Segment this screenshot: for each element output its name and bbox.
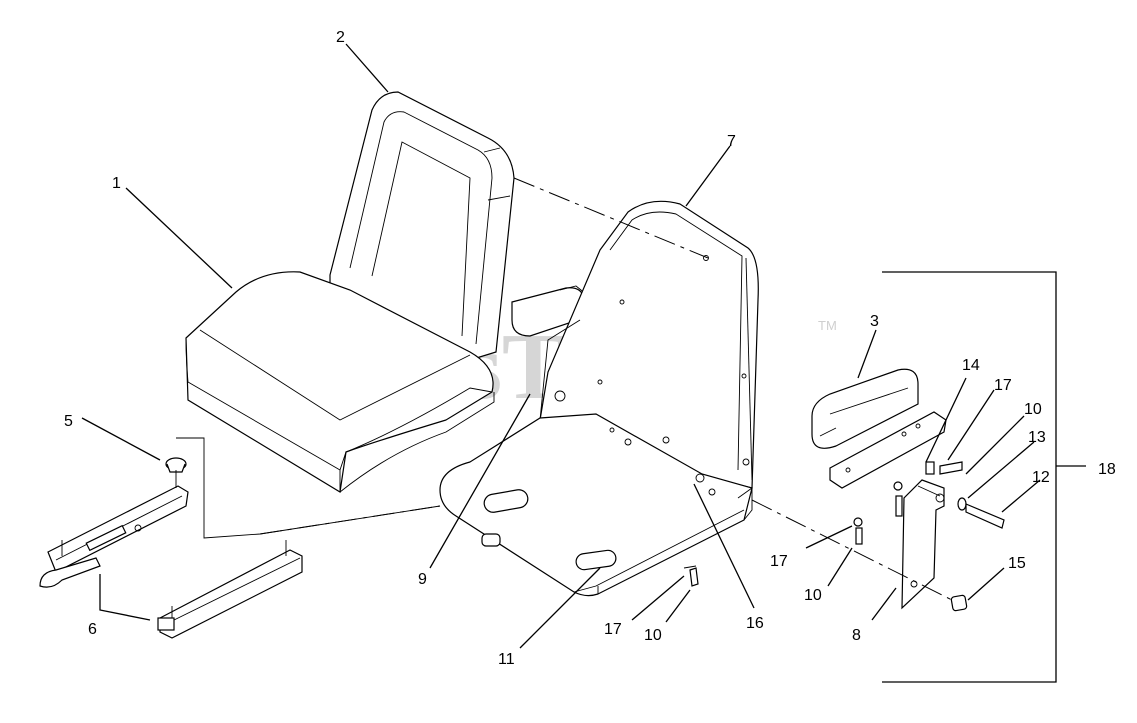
slide-rails — [39, 457, 303, 639]
callout-16: 16 — [746, 615, 764, 632]
callout-3: 3 — [870, 313, 879, 330]
callout-17b: 17 — [770, 553, 788, 570]
armrest-kit — [683, 271, 1086, 683]
callout-labels: 1 2 3 5 6 7 8 9 10 10 10 11 12 13 14 15 … — [64, 29, 1116, 668]
callout-17a: 17 — [994, 377, 1012, 394]
callout-8: 8 — [852, 627, 861, 644]
callout-13: 13 — [1028, 429, 1046, 446]
callout-17c: 17 — [604, 621, 622, 638]
callout-6: 6 — [88, 621, 97, 638]
leader-lines — [81, 43, 1041, 649]
callout-12: 12 — [1032, 469, 1050, 486]
callout-14: 14 — [962, 357, 980, 374]
seat-frame — [439, 200, 759, 597]
callout-2: 2 — [336, 29, 345, 46]
callout-5: 5 — [64, 413, 73, 430]
callout-10a: 10 — [1024, 401, 1042, 418]
callout-7: 7 — [727, 133, 736, 150]
callout-10b: 10 — [804, 587, 822, 604]
assembly-lines — [176, 177, 953, 601]
callout-15: 15 — [1008, 555, 1026, 572]
callout-18: 18 — [1098, 461, 1116, 478]
watermark-trademark: TM — [818, 318, 837, 333]
callout-9: 9 — [418, 571, 427, 588]
callout-11: 11 — [498, 651, 515, 668]
callout-10c: 10 — [644, 627, 662, 644]
callout-1: 1 — [112, 175, 121, 192]
seat-assembly — [185, 91, 587, 493]
